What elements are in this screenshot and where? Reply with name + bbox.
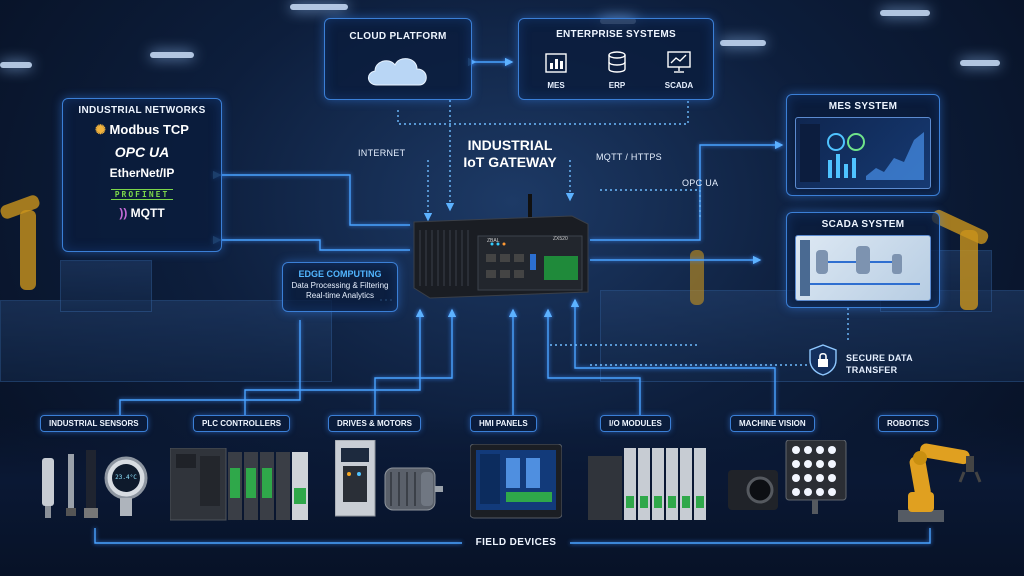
machine-vision-illustration <box>728 439 847 514</box>
field-devices-label: FIELD DEVICES <box>475 537 557 548</box>
robotics-device[interactable] <box>880 436 984 526</box>
sensor-illustration <box>42 450 148 518</box>
scada-dashboard-screen <box>795 235 931 301</box>
internet-label: INTERNET <box>358 148 406 158</box>
industrial-networks-panel[interactable]: INDUSTRIAL NETWORKS ✺ Modbus TCP OPC UA … <box>62 98 222 252</box>
modbus-gear-icon: ✺ <box>95 122 106 137</box>
gateway-model: ZX520 <box>553 236 568 242</box>
shield-lock-icon <box>809 344 837 376</box>
mqtt-icon: )) <box>119 206 128 220</box>
mqtt-https-label: MQTT / HTTPS <box>596 152 662 162</box>
network-modbus-tcp: ✺ Modbus TCP <box>95 122 189 137</box>
gateway-title: INDUSTRIAL IoT GATEWAY <box>463 137 557 170</box>
cloud-icon <box>368 58 427 86</box>
enterprise-item-erp: ERP <box>608 81 626 90</box>
opc-ua-label: OPC UA <box>682 178 719 188</box>
device-label-hmi-panels[interactable]: HMI PANELS <box>470 415 537 432</box>
industrial-networks-title: INDUSTRIAL NETWORKS <box>78 105 206 116</box>
network-opc-ua: OPC UA <box>114 144 170 160</box>
enterprise-systems-panel[interactable]: ENTERPRISE SYSTEMS MES ERP SCADA <box>518 18 714 100</box>
hmi-panel-device[interactable] <box>469 443 563 520</box>
io-module-illustration <box>588 448 706 520</box>
robot-arm-illustration <box>898 443 982 522</box>
edge-line-2: Real-time Analytics <box>305 291 375 300</box>
mes-chart-icon <box>545 53 567 73</box>
network-ethernet-ip: EtherNet/IP <box>109 166 175 180</box>
device-label-machine-vision[interactable]: MACHINE VISION <box>730 415 815 432</box>
enterprise-item-scada: SCADA <box>664 81 694 90</box>
ceiling-light <box>0 62 32 68</box>
industrial-sensors-device[interactable]: 23.4°C <box>38 448 148 526</box>
ceiling-light <box>880 10 930 16</box>
scada-system-panel[interactable]: SCADA SYSTEM <box>786 212 940 308</box>
scada-process-diagram <box>800 240 920 296</box>
drive-motor-illustration <box>334 439 443 517</box>
drives-motors-device[interactable] <box>334 439 445 520</box>
edge-computing-panel[interactable]: EDGE COMPUTING Data Processing & Filteri… <box>282 262 398 312</box>
enterprise-systems-title: ENTERPRISE SYSTEMS <box>556 29 676 40</box>
network-mqtt: )) MQTT <box>119 206 165 220</box>
ceiling-light <box>720 40 766 46</box>
edge-computing-title: EDGE COMPUTING <box>298 269 382 279</box>
hmi-illustration <box>469 443 563 519</box>
device-label-industrial-sensors[interactable]: INDUSTRIAL SENSORS <box>40 415 148 432</box>
mes-system-panel[interactable]: MES SYSTEM <box>786 94 940 196</box>
device-label-plc-controllers[interactable]: PLC CONTROLLERS <box>193 415 291 432</box>
robot-arm-bg <box>690 250 704 305</box>
ceiling-light <box>290 4 348 10</box>
cloud-platform-title: CLOUD PLATFORM <box>349 31 447 42</box>
mes-dashboard-screen <box>795 117 931 189</box>
robot-arm-bg <box>20 210 36 290</box>
mes-dashboard-chart <box>800 124 924 182</box>
plc-illustration <box>169 447 308 521</box>
mes-system-title: MES SYSTEM <box>828 101 898 112</box>
network-profinet: PROFINET <box>63 184 221 202</box>
ceiling-light <box>960 60 1000 66</box>
machine-vision-device[interactable] <box>728 439 850 520</box>
production-line-left <box>0 300 332 382</box>
gateway-brand: ZBAL <box>487 238 500 244</box>
cloud-platform-panel[interactable]: CLOUD PLATFORM <box>324 18 472 100</box>
plc-controllers-device[interactable] <box>169 447 310 522</box>
gauge-readout: 23.4°C <box>115 474 137 481</box>
robot-arm-bg <box>960 230 978 310</box>
device-label-drives-motors[interactable]: DRIVES & MOTORS <box>328 415 421 432</box>
io-modules-device[interactable] <box>588 446 706 522</box>
device-label-robotics[interactable]: ROBOTICS <box>878 415 939 432</box>
scada-system-title: SCADA SYSTEM <box>821 219 905 230</box>
factory-machine <box>60 260 152 312</box>
erp-database-icon <box>608 51 626 73</box>
iot-gateway-device[interactable] <box>402 192 602 302</box>
scada-monitor-icon <box>667 51 691 73</box>
ceiling-light <box>150 52 194 58</box>
device-label-io-modules[interactable]: I/O MODULES <box>600 415 671 432</box>
enterprise-item-mes: MES <box>547 81 565 90</box>
edge-line-1: Data Processing & Filtering <box>291 281 389 290</box>
